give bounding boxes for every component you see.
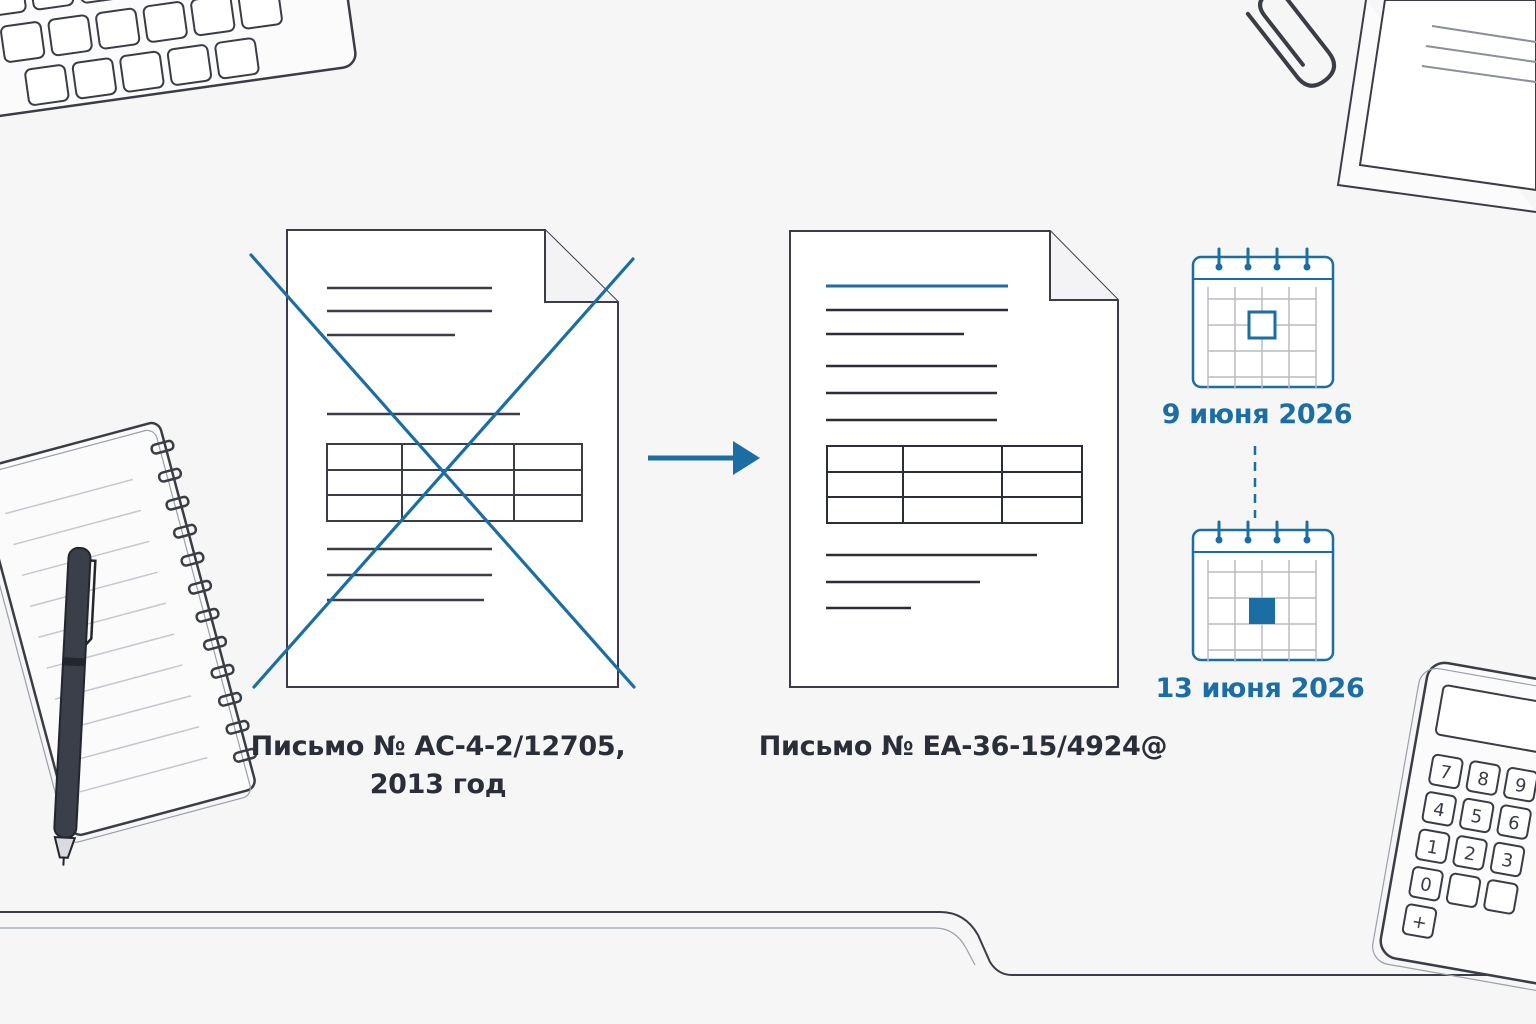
desk-edge bbox=[0, 911, 1536, 976]
old-document bbox=[249, 229, 636, 689]
cross-out-mark bbox=[249, 253, 636, 689]
new-document bbox=[789, 230, 1119, 688]
start-date-label: 9 июня 2026 bbox=[1161, 399, 1353, 430]
paperclip-icon bbox=[1245, 0, 1336, 88]
old-document-table bbox=[326, 443, 583, 522]
calculator-key: 7 bbox=[1428, 753, 1464, 790]
svg-text:1: 1 bbox=[1425, 836, 1440, 859]
papers-icon bbox=[1336, 0, 1536, 213]
old-document-number: Письмо № АС-4-2/12705, bbox=[250, 731, 626, 762]
calculator-key: 0 bbox=[1408, 866, 1444, 902]
svg-text:6: 6 bbox=[1506, 812, 1521, 835]
new-document-table bbox=[826, 445, 1083, 524]
calculator-key: 5 bbox=[1459, 797, 1495, 834]
svg-text:0: 0 bbox=[1418, 874, 1433, 897]
notebook-icon bbox=[0, 421, 258, 843]
svg-text:7: 7 bbox=[1438, 762, 1453, 785]
svg-text:4: 4 bbox=[1432, 799, 1447, 822]
end-date-label: 13 июня 2026 bbox=[1155, 673, 1365, 704]
calculator-key bbox=[1483, 879, 1519, 915]
calculator-key: 4 bbox=[1421, 791, 1457, 827]
calculator-key: 9 bbox=[1503, 767, 1536, 803]
svg-text:8: 8 bbox=[1476, 768, 1491, 791]
arrow-right-icon bbox=[648, 441, 760, 475]
calculator-key: 8 bbox=[1465, 760, 1501, 796]
svg-text:9: 9 bbox=[1513, 775, 1528, 798]
calculator-key: 3 bbox=[1489, 841, 1526, 878]
calculator-key bbox=[1445, 872, 1482, 908]
svg-text:5: 5 bbox=[1469, 806, 1484, 829]
svg-text:3: 3 bbox=[1500, 850, 1515, 873]
calculator-key: 1 bbox=[1415, 828, 1451, 864]
old-document-year: 2013 год bbox=[369, 769, 507, 800]
pen-icon bbox=[53, 546, 97, 866]
svg-text:2: 2 bbox=[1462, 843, 1477, 866]
calculator-key: 6 bbox=[1496, 804, 1532, 840]
svg-text:+: + bbox=[1410, 911, 1429, 934]
calculator-key: 2 bbox=[1452, 835, 1488, 871]
calendar-icon bbox=[1191, 520, 1335, 662]
calculator-key: + bbox=[1401, 903, 1438, 939]
keyboard-icon bbox=[0, 0, 357, 118]
old-document-caption: Письмо № АС-4-2/12705, 2013 год bbox=[238, 728, 638, 804]
calendar-icon bbox=[1191, 247, 1335, 389]
new-document-caption: Письмо № ЕА-36-15/4924@ bbox=[758, 731, 1168, 762]
